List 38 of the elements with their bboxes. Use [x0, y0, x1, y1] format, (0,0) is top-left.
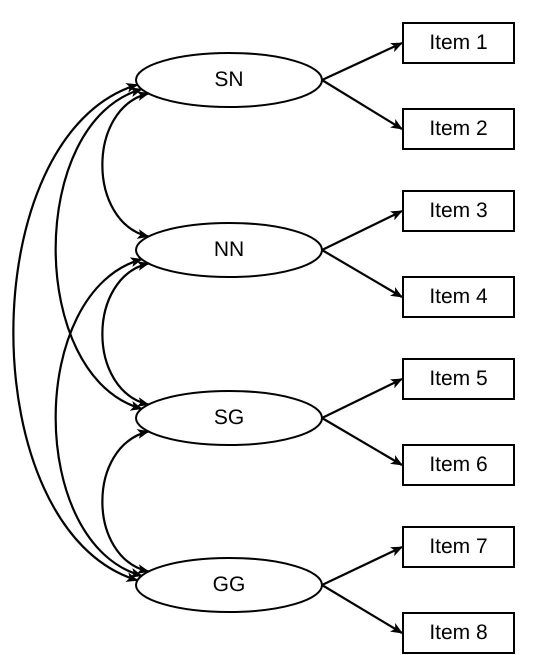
item-box [402, 358, 515, 400]
latent-ellipse [135, 52, 323, 108]
latent-ellipse [135, 390, 323, 446]
item-box [402, 526, 515, 568]
covariance-arrow [54, 258, 143, 577]
covariance-arrow [101, 262, 150, 406]
arrow [322, 378, 403, 419]
item-box [402, 444, 515, 486]
node-label: Item 1 [429, 31, 488, 55]
arrow [321, 417, 403, 466]
covariance-arrow [12, 84, 138, 582]
item-box [402, 612, 515, 654]
arrow [322, 210, 403, 251]
node-label: Item 3 [429, 199, 488, 223]
arrow [322, 546, 403, 586]
node-label: Item 7 [429, 535, 488, 559]
item-box [402, 276, 515, 318]
arrow [322, 42, 403, 81]
arrow [321, 79, 403, 130]
node-label: Item 6 [429, 453, 488, 477]
node-label: Item 4 [429, 285, 488, 309]
node-label: Item 8 [429, 621, 488, 645]
latent-ellipse [135, 222, 323, 278]
node-label: Item 2 [429, 117, 488, 141]
covariance-arrow [101, 92, 150, 238]
covariance-arrow [101, 430, 150, 573]
latent-ellipse [135, 557, 323, 613]
item-box [402, 108, 515, 150]
node-label: GG [212, 573, 246, 597]
node-label: Item 5 [429, 367, 488, 391]
covariance-arrow [54, 88, 143, 410]
node-label: SG [214, 406, 244, 430]
item-box [402, 22, 515, 64]
arrow [321, 249, 403, 298]
node-label: SN [214, 68, 244, 92]
item-box [402, 190, 515, 232]
arrow [321, 584, 403, 634]
node-label: NN [214, 238, 244, 262]
